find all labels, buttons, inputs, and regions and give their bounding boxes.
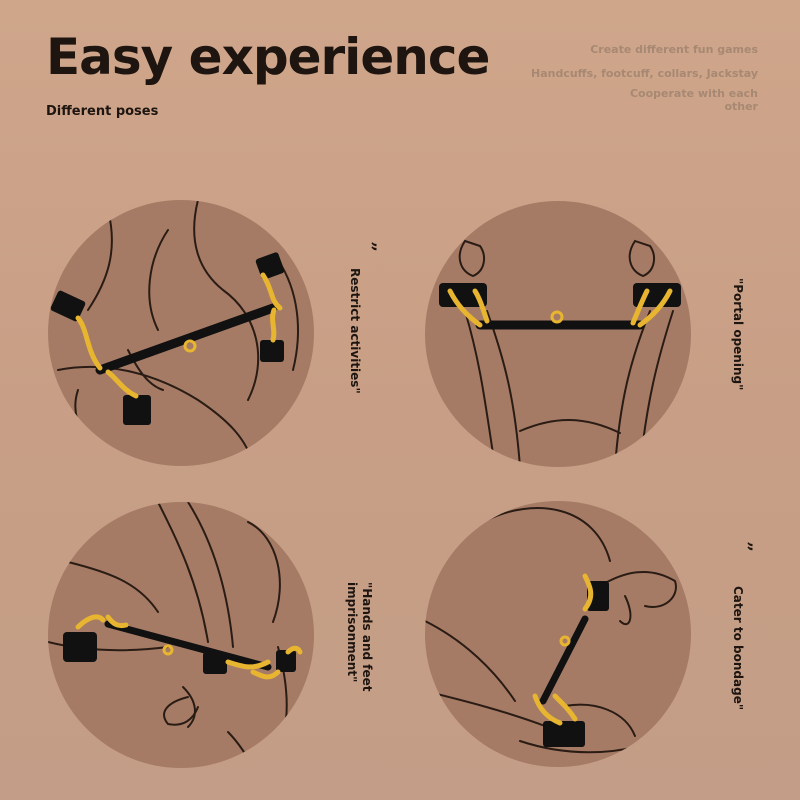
pose-drawing-bondage bbox=[425, 507, 677, 754]
pose-label-restrict: Restrict activities" bbox=[348, 268, 362, 394]
pose-label-hands-feet: "Hands and feet imprisonment" bbox=[345, 582, 374, 692]
pose-drawing-portal bbox=[439, 239, 681, 467]
taglines: Create different fun games Handcuffs, fo… bbox=[518, 43, 758, 113]
quote-mark-1: ” bbox=[358, 241, 380, 252]
pose-label-portal: "Portal opening" bbox=[731, 278, 745, 391]
pose-illustration-restrict bbox=[48, 200, 314, 466]
page-subtitle: Different poses bbox=[46, 104, 159, 119]
page-title: Easy experience bbox=[46, 28, 490, 86]
pose-drawing-restrict bbox=[50, 200, 299, 466]
tagline-products: Handcuffs, footcuff, collars, Jackstay bbox=[530, 67, 758, 80]
pose-label-bondage: Cater to bondage" bbox=[731, 586, 745, 711]
pose-illustration-bondage bbox=[425, 501, 691, 767]
tagline-games: Create different fun games bbox=[590, 43, 758, 56]
pose-illustration-portal bbox=[425, 201, 691, 467]
quote-mark-4: ” bbox=[734, 541, 756, 552]
tagline-cooperate: Cooperate with each other bbox=[629, 87, 758, 113]
pose-drawing-hands-feet bbox=[48, 502, 303, 768]
pose-illustration-hands-feet bbox=[48, 502, 314, 768]
